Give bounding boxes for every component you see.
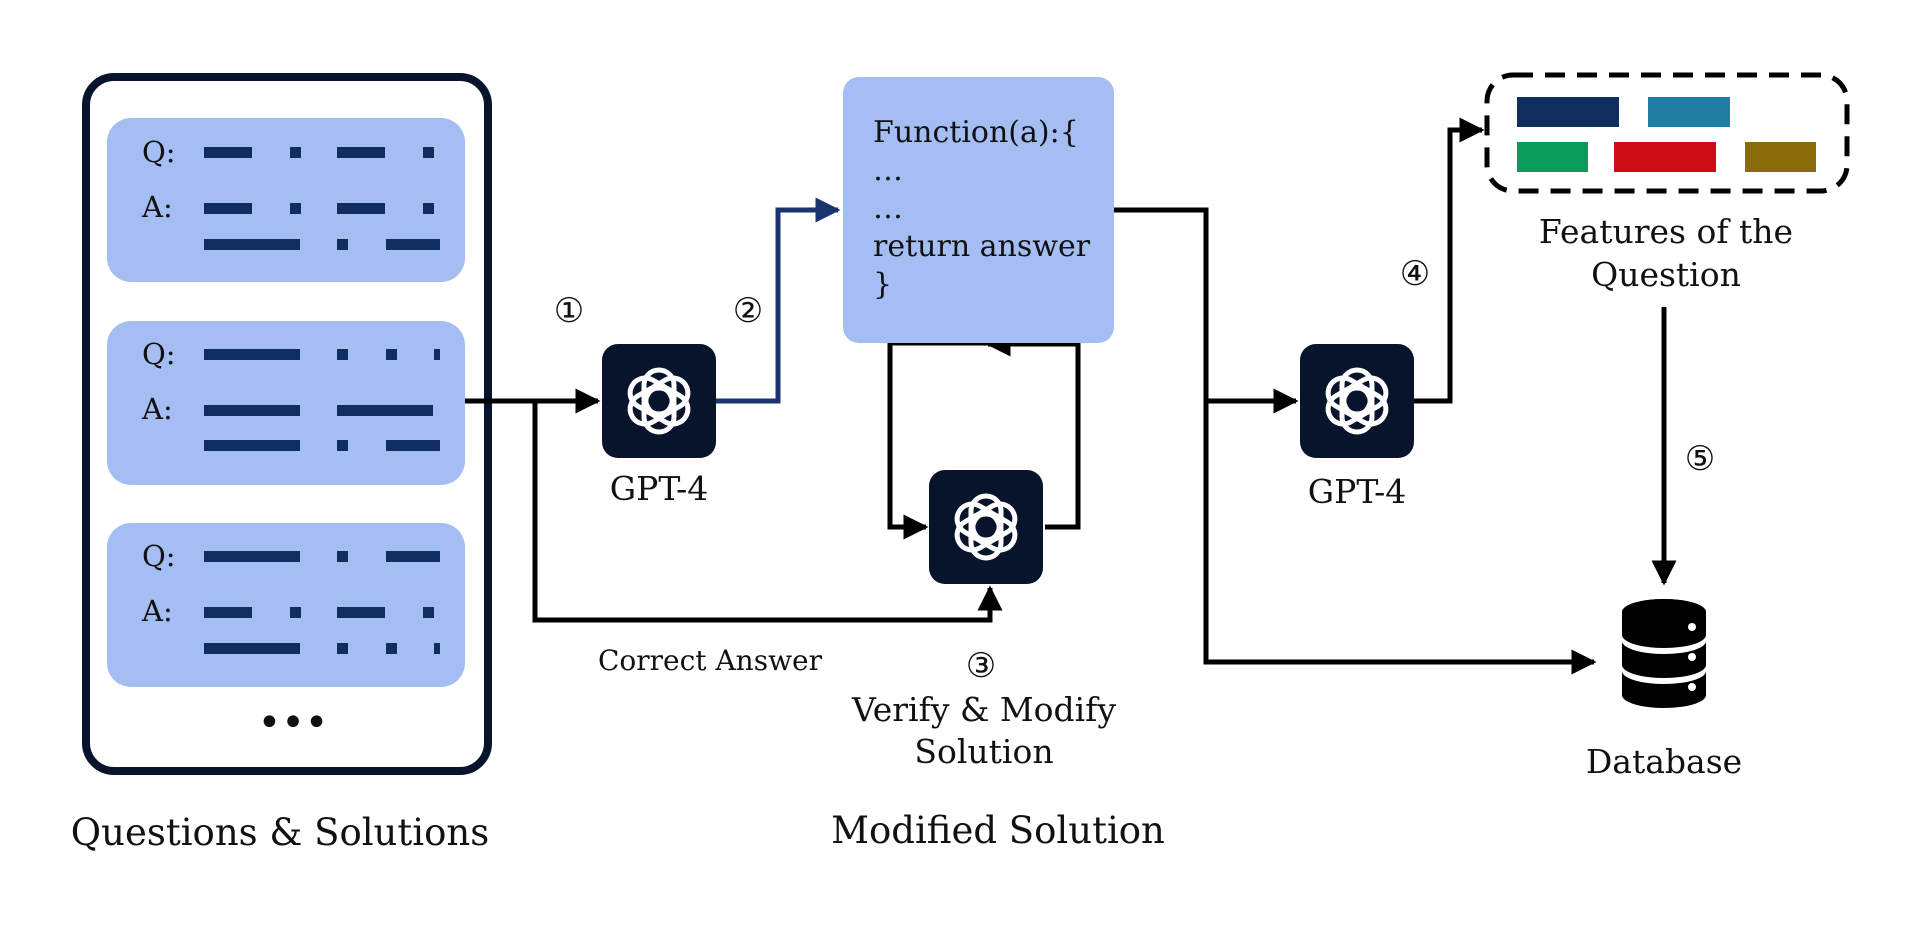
feature-block — [1614, 142, 1716, 172]
step-2: ② — [733, 291, 763, 331]
modified-solution-caption: Modified Solution — [831, 809, 1165, 852]
correct-answer-label: Correct Answer — [598, 644, 823, 677]
q-label: Q: — [142, 135, 176, 169]
arrow-to-features — [1414, 117, 1485, 404]
q-label: Q: — [142, 539, 176, 573]
arrow-code-to-gpt-right — [1114, 207, 1299, 414]
feature-block — [1517, 142, 1588, 172]
text-placeholder-bars — [204, 349, 440, 451]
features-label-line2: Question — [1591, 255, 1741, 294]
gpt4-model-verify — [929, 470, 1043, 584]
solution-code-box: Function(a):{ … … return answer } — [843, 77, 1114, 343]
text-placeholder-bars — [204, 147, 440, 250]
verify-label-line2: Solution — [914, 732, 1053, 771]
code-line: … — [873, 153, 903, 188]
arrow-to-code — [716, 197, 841, 404]
ellipsis-icon: ••• — [258, 700, 329, 746]
arrow-refine-loop — [985, 331, 1081, 530]
code-line: … — [873, 191, 903, 226]
gpt4-model-right — [1300, 344, 1414, 458]
code-line: } — [873, 267, 892, 302]
arrow-correct-answer — [532, 401, 1003, 623]
qa-card-bg — [107, 523, 465, 687]
gpt4-label-left: GPT-4 — [610, 469, 708, 508]
a-label: A: — [141, 190, 173, 224]
qa-card-2: Q: A: — [107, 321, 465, 485]
code-line: return answer — [873, 229, 1091, 264]
code-line: Function(a):{ — [873, 115, 1079, 150]
feature-block — [1745, 142, 1816, 172]
database-label: Database — [1586, 742, 1742, 781]
a-label: A: — [141, 594, 173, 628]
features-box — [1484, 72, 1850, 194]
gpt4-model-left — [602, 344, 716, 458]
connectors — [465, 117, 1677, 675]
qa-card-3: Q: A: — [107, 523, 465, 687]
text-placeholder-bars — [204, 551, 440, 654]
qa-card-bg — [107, 321, 465, 485]
qa-card-1: Q: A: — [107, 118, 465, 282]
verify-label-line1: Verify & Modify — [851, 690, 1116, 729]
step-4: ④ — [1400, 254, 1430, 294]
features-label-line1: Features of the — [1539, 212, 1793, 251]
database-icon — [1622, 599, 1706, 708]
feature-block — [1648, 97, 1730, 127]
a-label: A: — [141, 392, 173, 426]
feature-block — [1517, 97, 1619, 127]
gpt4-label-right: GPT-4 — [1308, 472, 1406, 511]
questions-caption: Questions & Solutions — [71, 811, 489, 854]
step-1: ① — [554, 291, 584, 331]
q-label: Q: — [142, 337, 176, 371]
step-5: ⑤ — [1685, 439, 1715, 479]
qa-card-bg — [107, 118, 465, 282]
arrow-to-database — [1203, 401, 1597, 675]
step-3: ③ — [966, 646, 996, 686]
